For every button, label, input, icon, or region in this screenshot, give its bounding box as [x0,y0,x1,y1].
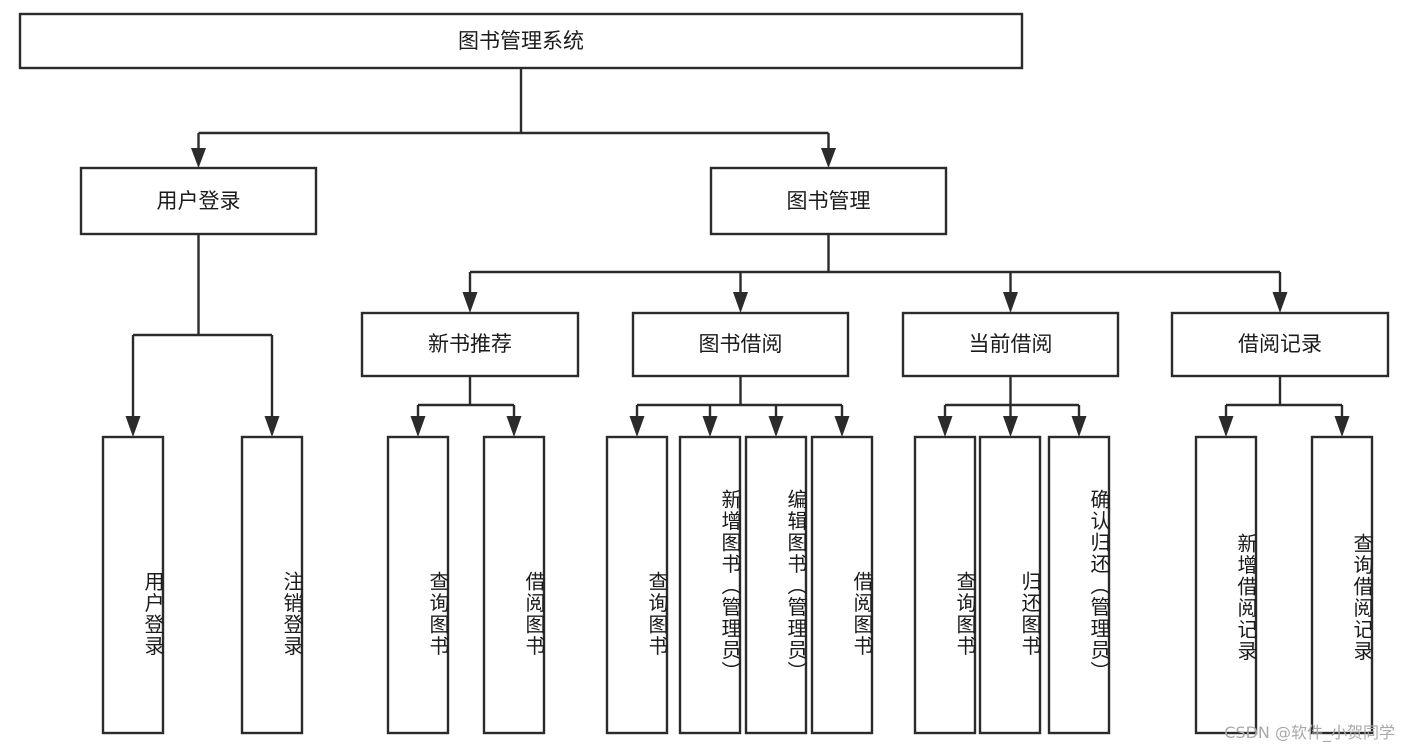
connector-new-book-rec-to-leaves [410,376,522,437]
node-leaf-add-record-rect[interactable] [1194,435,1258,735]
arrow-to-book-manage [821,148,836,168]
node-leaf-add-book-rect[interactable] [678,435,742,735]
arrow-to-user-login [191,148,206,168]
node-leaf-borrow-book-1-rect[interactable] [482,435,546,735]
node-user-login-label: 用户登录 [157,189,241,213]
arrow-to-current-borrow [1003,292,1018,313]
node-leaf-query-book-3-rect[interactable] [913,435,977,735]
node-book-manage-label: 图书管理 [787,189,871,213]
connector-current-borrow-to-leaves [937,376,1087,437]
arrow-to-leaf-add-book [702,416,718,437]
node-borrow-record-label: 借阅记录 [1238,332,1322,356]
node-user-login-rect [79,166,318,236]
node-root[interactable]: 图书管理系统 [18,12,1024,70]
arrow-to-book-borrow [733,292,748,313]
node-leaf-logout-rect[interactable] [240,435,304,735]
node-current-borrow-label: 当前借阅 [969,332,1053,356]
arrow-to-leaf-borrow-book-2 [834,416,850,437]
node-new-book-rec-rect [360,311,580,378]
arrow-to-leaf-logout [264,416,280,437]
csdn-watermark: CSDN @软件_小贺同学 [1224,723,1395,742]
node-leaf-query-book-2-rect[interactable] [605,435,669,735]
arrow-to-new-book-rec [462,292,478,313]
node-leaf-confirm-return-rect[interactable] [1047,435,1111,735]
connector-user-login-to-leaves [125,234,280,437]
arrow-to-leaf-user-login [125,416,141,437]
arrow-to-leaf-edit-book [768,416,784,437]
connector-root-to-level2 [191,68,836,168]
arrow-to-leaf-query-record [1334,416,1350,437]
connector-borrow-record-to-leaves [1218,376,1350,437]
arrow-to-leaf-query-book-1 [410,416,426,437]
node-leaf-query-record-rect[interactable] [1310,435,1374,735]
node-borrow-record[interactable]: 借阅记录 [1170,311,1390,378]
node-leaf-query-book-1-rect[interactable] [386,435,450,735]
connector-book-manage-to-level3 [462,234,1288,313]
node-new-book-rec-label: 新书推荐 [428,332,512,356]
arrow-to-leaf-borrow-book-1 [506,416,522,437]
arrow-to-leaf-query-book-3 [937,416,953,437]
arrow-to-leaf-confirm-return [1071,416,1087,437]
node-book-manage[interactable]: 图书管理 [709,166,948,236]
node-leaf-user-login-rect[interactable] [101,435,165,735]
node-new-book-rec[interactable]: 新书推荐 [360,311,580,378]
node-leaf-borrow-book-2-rect[interactable] [810,435,874,735]
node-book-borrow-label: 图书借阅 [699,332,783,356]
arrow-to-leaf-query-book-2 [629,416,645,437]
connector-book-borrow-to-leaves [629,376,850,437]
node-root-rect [18,12,1024,70]
node-root-label: 图书管理系统 [458,29,584,53]
node-user-login[interactable]: 用户登录 [79,166,318,236]
arrow-to-leaf-add-record [1218,416,1234,437]
node-current-borrow-rect [901,311,1120,378]
node-leaf-edit-book-rect[interactable] [744,435,808,735]
arrow-to-leaf-return-book [1003,416,1018,437]
node-leaf-return-book-rect[interactable] [978,435,1042,735]
node-current-borrow[interactable]: 当前借阅 [901,311,1120,378]
arrow-to-borrow-record [1272,292,1288,313]
node-book-borrow[interactable]: 图书借阅 [631,311,850,378]
